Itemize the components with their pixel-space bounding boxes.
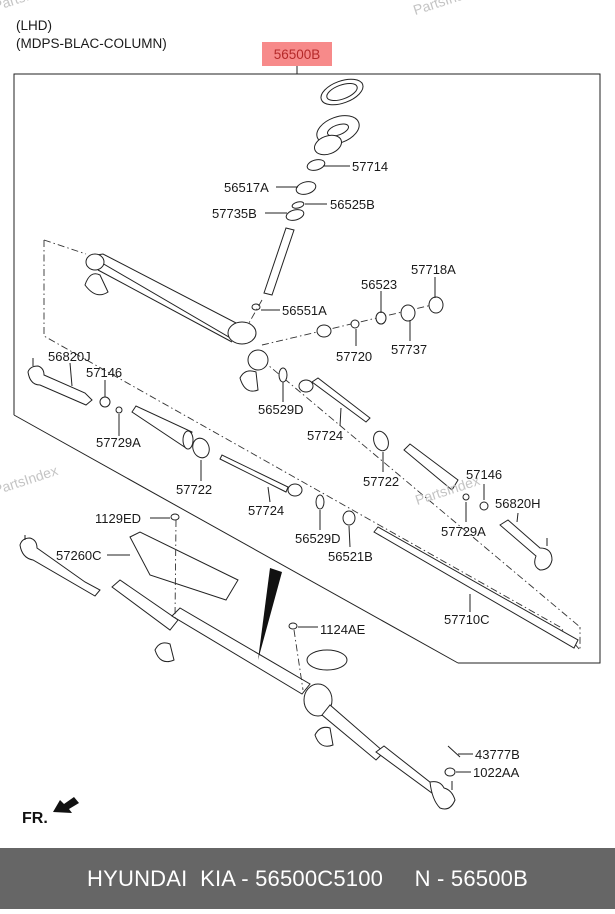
callout-56820J[interactable]: 56820J — [48, 349, 91, 364]
callout-57710C[interactable]: 57710C — [444, 612, 490, 627]
callout-57720[interactable]: 57720 — [336, 349, 372, 364]
left-tie-rod-end — [27, 358, 123, 414]
callout-1124AE[interactable]: 1124AE — [320, 622, 366, 637]
inner-tie-rods — [219, 367, 389, 526]
callout-57722-left[interactable]: 57722 — [176, 482, 212, 497]
callout-57724-lower[interactable]: 57724 — [248, 503, 284, 518]
right-tie-rod-end — [499, 519, 553, 571]
callout-56523[interactable]: 56523 — [361, 277, 397, 292]
assembly-frame — [13, 66, 601, 664]
callout-56529D-lower[interactable]: 56529D — [295, 531, 341, 546]
rack-bar — [373, 526, 579, 649]
note-mdps: (MDPS-BLAC-COLUMN) — [16, 36, 167, 51]
pinion-shaft — [244, 227, 295, 331]
front-indicator-label: FR. — [22, 810, 48, 827]
note-lhd: (LHD) — [16, 18, 52, 33]
pointer-wedge — [258, 568, 282, 660]
callout-43777B[interactable]: 43777B — [475, 747, 520, 762]
callout-57724-upper[interactable]: 57724 — [307, 428, 343, 443]
front-arrow-icon — [53, 797, 79, 813]
adjuster-parts — [261, 296, 444, 346]
footer-part-number: HYUNDAI KIA - 56500C5100 — [87, 865, 384, 891]
callout-56521B[interactable]: 56521B — [328, 549, 373, 564]
callout-57735B[interactable]: 57735B — [212, 206, 257, 221]
leader-lines — [69, 165, 519, 773]
subassembly-frame — [43, 239, 581, 652]
callout-57146-right[interactable]: 57146 — [466, 467, 502, 482]
upper-seal-stack — [285, 78, 364, 221]
lower-assembly — [19, 513, 461, 810]
footer-bar: HYUNDAI KIA - 56500C5100 N - 56500B — [0, 848, 615, 909]
callout-57729A-right[interactable]: 57729A — [441, 524, 486, 539]
callout-1022AA[interactable]: 1022AA — [473, 765, 520, 780]
callout-56551A[interactable]: 56551A — [282, 303, 327, 318]
callout-56517A[interactable]: 56517A — [224, 180, 269, 195]
callout-56529D-upper[interactable]: 56529D — [258, 402, 304, 417]
callout-57737[interactable]: 57737 — [391, 342, 427, 357]
callout-1129ED[interactable]: 1129ED — [95, 511, 141, 526]
callout-57714[interactable]: 57714 — [352, 159, 388, 174]
main-part-badge[interactable]: 56500B — [262, 42, 332, 66]
callout-57722-right[interactable]: 57722 — [363, 474, 399, 489]
right-bellows-boot — [403, 443, 489, 511]
footer-gap — [383, 866, 415, 892]
callout-57146-left[interactable]: 57146 — [86, 365, 122, 380]
callout-57729A-left[interactable]: 57729A — [96, 435, 141, 450]
callout-56525B[interactable]: 56525B — [330, 197, 375, 212]
callout-57718A[interactable]: 57718A — [411, 262, 456, 277]
callout-labels: 57714 56517A 56525B 57735B 57718A 56523 … — [48, 159, 541, 780]
left-bellows-boot — [131, 405, 210, 459]
callout-56820H[interactable]: 56820H — [495, 496, 541, 511]
rack-housing-upper — [84, 253, 269, 392]
callout-57260C[interactable]: 57260C — [56, 548, 102, 563]
footer-ref-number: N - 56500B — [414, 865, 528, 891]
